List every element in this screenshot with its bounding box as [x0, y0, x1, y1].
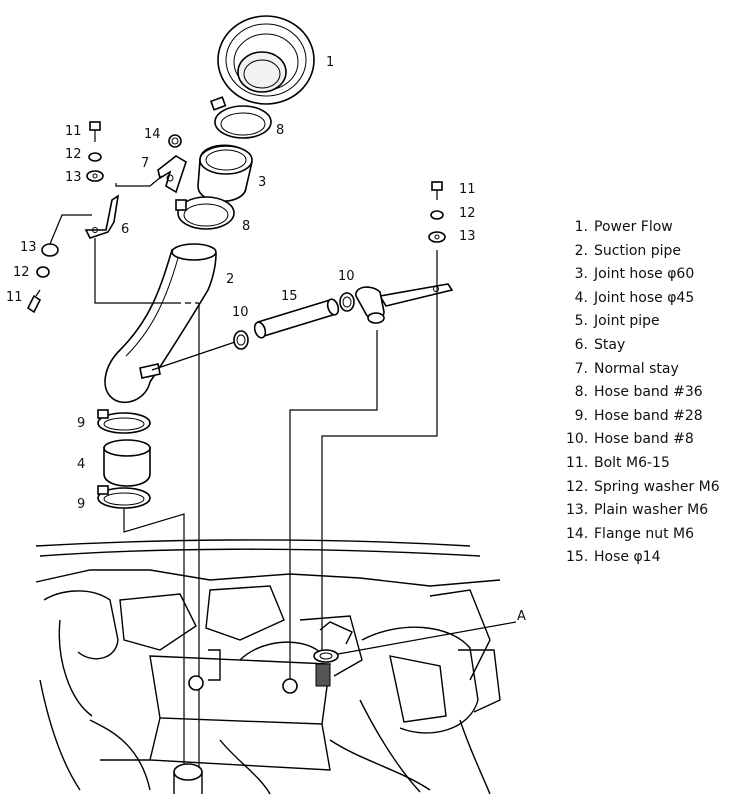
- legend-item-number: 3.: [574, 266, 588, 283]
- callout-11-left: 11: [6, 290, 23, 305]
- legend-item: 14. Flange nut M6: [566, 523, 720, 547]
- callout-8-upper: 8: [276, 123, 284, 138]
- part-hose-band-36-lower: [175, 196, 235, 230]
- legend-item-number: 6.: [574, 336, 588, 353]
- callout-10-right: 10: [338, 269, 355, 284]
- part-flange-nut: [168, 134, 182, 148]
- legend-item-number: 2.: [574, 242, 588, 259]
- legend-item: 2. Suction pipe: [566, 240, 720, 264]
- legend-item-label: Hose band #36: [594, 384, 703, 401]
- callout-10-left: 10: [232, 305, 249, 320]
- part-power-flow: [217, 15, 315, 105]
- part-hose-band-8-left: [233, 330, 249, 350]
- legend-item-label: Plain washer M6: [594, 502, 709, 519]
- callout-1: 1: [326, 55, 334, 70]
- legend-item-number: 10.: [566, 431, 589, 448]
- part-hose-14: [253, 298, 340, 339]
- legend-item-label: Flange nut M6: [594, 525, 695, 542]
- part-hose-band-28-lower: [97, 485, 151, 509]
- legend-item-number: 12.: [566, 478, 589, 495]
- callout-2: 2: [226, 272, 234, 287]
- part-stay: [84, 194, 120, 239]
- legend-item-number: 11.: [566, 454, 589, 471]
- part-joint-hose-45: [103, 439, 151, 487]
- part-normal-stay: [157, 155, 187, 194]
- legend-item-number: 7.: [574, 360, 588, 377]
- legend-item-label: Spring washer M6: [594, 478, 720, 495]
- legend-item-label: Power Flow: [594, 219, 673, 235]
- legend-item-label: Suction pipe: [594, 242, 682, 259]
- callout-9-upper: 9: [77, 416, 85, 431]
- callout-11-upper: 11: [65, 124, 82, 139]
- part-bolt-stack-upper: [86, 121, 104, 182]
- legend-item-number: 15.: [566, 549, 589, 566]
- part-hose-band-36-upper: [209, 96, 272, 139]
- legend-item: 11. Bolt M6-15: [566, 452, 720, 476]
- legend-item: 8. Hose band #36: [566, 381, 720, 405]
- legend-item-number: 1.: [574, 219, 588, 235]
- parts-legend: 1. Power Flow 2. Suction pipe 3. Joint hose φ…: [566, 216, 720, 570]
- callout-13-right: 13: [459, 229, 476, 244]
- callout-3: 3: [258, 175, 266, 190]
- callout-12-right: 12: [459, 206, 476, 221]
- legend-item-number: 5.: [574, 313, 588, 330]
- legend-item: 1. Power Flow: [566, 216, 720, 240]
- legend-item: 15. Hose φ14: [566, 546, 720, 570]
- callout-15: 15: [281, 289, 298, 304]
- legend-item-label: Joint hose φ45: [594, 289, 695, 306]
- callout-11-right: 11: [459, 182, 476, 197]
- part-hose-band-8-right: [339, 292, 355, 312]
- callout-labels: 1 8 3 8 2 14 7 6 11 12 13 13 12 11 11 12…: [6, 55, 526, 624]
- legend-item: 5. Joint pipe: [566, 310, 720, 334]
- legend-item: 9. Hose band #28: [566, 405, 720, 429]
- legend-item-number: 13.: [566, 502, 589, 519]
- part-joint-pipe: [355, 283, 454, 324]
- legend-item-label: Stay: [594, 336, 626, 353]
- part-bolt-stack-right: [428, 181, 446, 243]
- callout-12-upper: 12: [65, 147, 82, 162]
- legend-item-label: Joint pipe: [594, 313, 660, 330]
- part-suction-pipe: [104, 243, 217, 404]
- legend-item: 6. Stay: [566, 334, 720, 358]
- legend-item: 13. Plain washer M6: [566, 499, 720, 523]
- legend-item: 10. Hose band #8: [566, 428, 720, 452]
- callout-14: 14: [144, 127, 161, 142]
- legend-item: 12. Spring washer M6: [566, 476, 720, 500]
- callout-13-left: 13: [20, 240, 37, 255]
- part-hose-band-28-upper: [97, 409, 151, 434]
- legend-item: 7. Normal stay: [566, 358, 720, 382]
- callout-9-lower: 9: [77, 497, 85, 512]
- callout-13-upper: 13: [65, 170, 82, 185]
- callout-4: 4: [77, 457, 85, 472]
- callout-A: A: [517, 609, 526, 624]
- legend-item-number: 14.: [566, 525, 589, 542]
- legend-item-number: 4.: [574, 289, 588, 306]
- legend-item-label: Hose band #28: [594, 407, 703, 424]
- callout-6: 6: [121, 222, 129, 237]
- engine-bay-illustration: [35, 539, 517, 795]
- legend-item-number: 8.: [574, 384, 588, 401]
- legend-item-label: Hose φ14: [594, 549, 661, 566]
- part-joint-hose-60: [197, 144, 253, 203]
- legend-item-label: Normal stay: [594, 360, 679, 377]
- legend-item-label: Bolt M6-15: [594, 454, 670, 471]
- legend-item: 3. Joint hose φ60: [566, 263, 720, 287]
- legend-item-label: Joint hose φ60: [594, 266, 695, 283]
- legend-item-number: 9.: [574, 407, 588, 424]
- legend-item-label: Hose band #8: [594, 431, 694, 448]
- callout-12-left: 12: [13, 265, 30, 280]
- legend-item: 4. Joint hose φ45: [566, 287, 720, 311]
- part-bolt-stack-lower: [26, 243, 59, 314]
- callout-8-lower: 8: [242, 219, 250, 234]
- callout-7: 7: [141, 156, 149, 171]
